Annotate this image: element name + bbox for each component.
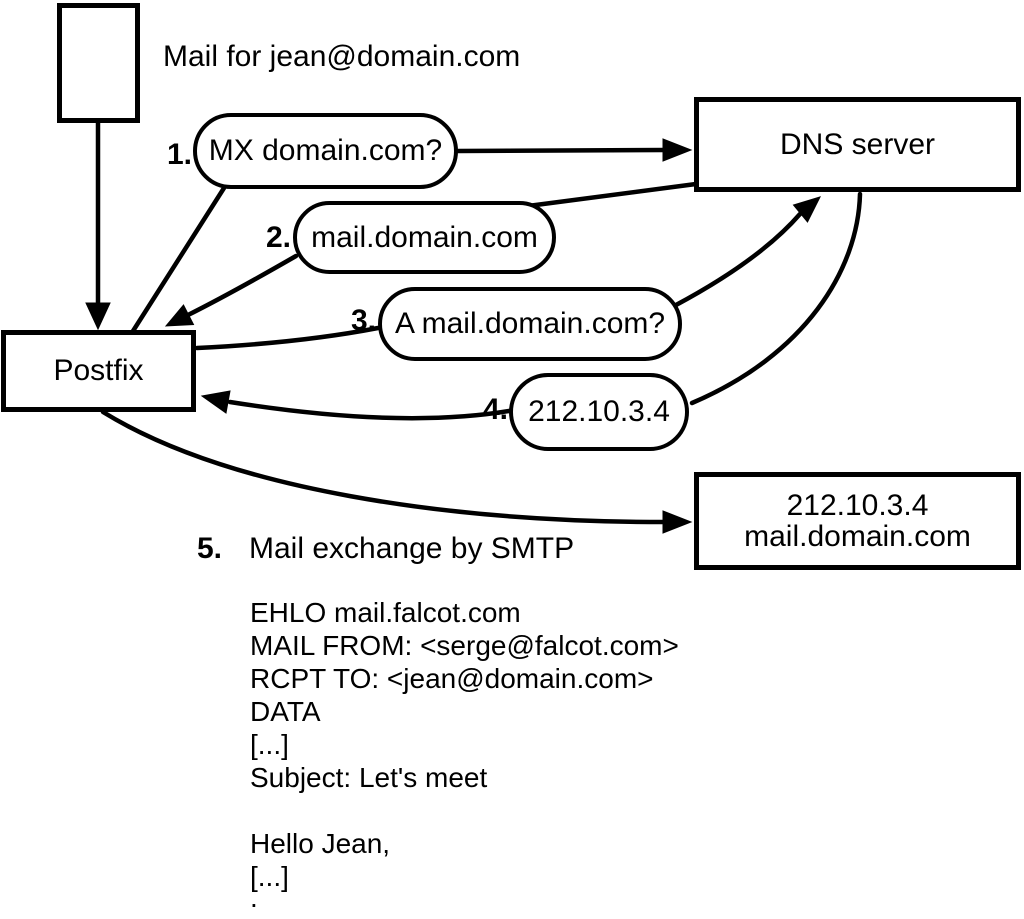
mail-server-node: 212.10.3.4 mail.domain.com	[694, 472, 1021, 570]
smtp-line-hello: Hello Jean,	[250, 828, 391, 859]
mail-message-icon	[57, 3, 140, 123]
smtp-exchange-arrowhead	[662, 510, 693, 534]
smtp-line-end-dot: .	[250, 882, 258, 913]
smtp-line-data: DATA	[250, 696, 321, 727]
step4-a-reply-pill: 212.10.3.4	[509, 373, 689, 451]
mail-server-ip: 212.10.3.4	[786, 489, 929, 522]
dns-server-label: DNS server	[779, 127, 936, 161]
smtp-line-ehlo: EHLO mail.falcot.com	[250, 597, 521, 628]
step3-a-query-pill: A mail.domain.com?	[378, 287, 682, 361]
reply-a-arrowhead	[200, 390, 231, 414]
reply-mx-line-from-dns	[525, 181, 699, 209]
query-mx-arrowhead	[662, 138, 693, 162]
mail-server-hostname: mail.domain.com	[744, 520, 971, 553]
mail-drop-arrowhead	[85, 302, 111, 331]
smtp-line-blank	[250, 794, 679, 827]
reply-mx-line-to-postfix	[185, 253, 299, 318]
step3-pill-label: A mail.domain.com?	[394, 307, 666, 340]
smtp-line-ellipsis-2: [...]	[250, 861, 289, 892]
step5-number: 5.	[196, 532, 222, 565]
smtp-session-transcript: EHLO mail.falcot.com MAIL FROM: <serge@f…	[250, 596, 679, 914]
step1-number: 1.	[166, 138, 192, 171]
smtp-line-mail-from: MAIL FROM: <serge@falcot.com>	[250, 630, 679, 661]
query-a-line-to-dns	[673, 211, 803, 308]
step5-caption: Mail exchange by SMTP	[249, 532, 575, 565]
step4-number: 4.	[482, 393, 508, 426]
step2-mx-reply-pill: mail.domain.com	[293, 201, 556, 274]
query-a-arrowhead	[792, 196, 821, 223]
query-mx-line-from-postfix	[130, 185, 227, 334]
dns-server-node: DNS server	[694, 97, 1021, 192]
postfix-node: Postfix	[1, 330, 196, 412]
query-mx-line-to-dns	[455, 147, 668, 154]
smtp-line-subject: Subject: Let's meet	[250, 762, 488, 793]
mail-server-label: 212.10.3.4 mail.domain.com	[744, 490, 971, 552]
step4-pill-label: 212.10.3.4	[528, 395, 670, 428]
mail-caption: Mail for jean@domain.com	[163, 40, 521, 73]
smtp-exchange-line	[100, 409, 667, 525]
smtp-line-rcpt-to: RCPT TO: <jean@domain.com>	[250, 663, 654, 694]
step1-pill-label: MX domain.com?	[208, 134, 443, 167]
smtp-line-ellipsis-1: [...]	[250, 729, 289, 760]
step3-number: 3.	[350, 304, 376, 337]
step2-number: 2.	[265, 221, 291, 254]
reply-a-line-to-postfix	[227, 399, 512, 421]
step2-pill-label: mail.domain.com	[311, 220, 538, 254]
reply-mx-arrowhead	[164, 304, 195, 327]
query-a-line-from-postfix	[194, 325, 381, 351]
postfix-node-label: Postfix	[53, 354, 144, 387]
step1-mx-query-pill: MX domain.com?	[193, 113, 458, 189]
reply-a-line-from-dns	[689, 191, 863, 406]
